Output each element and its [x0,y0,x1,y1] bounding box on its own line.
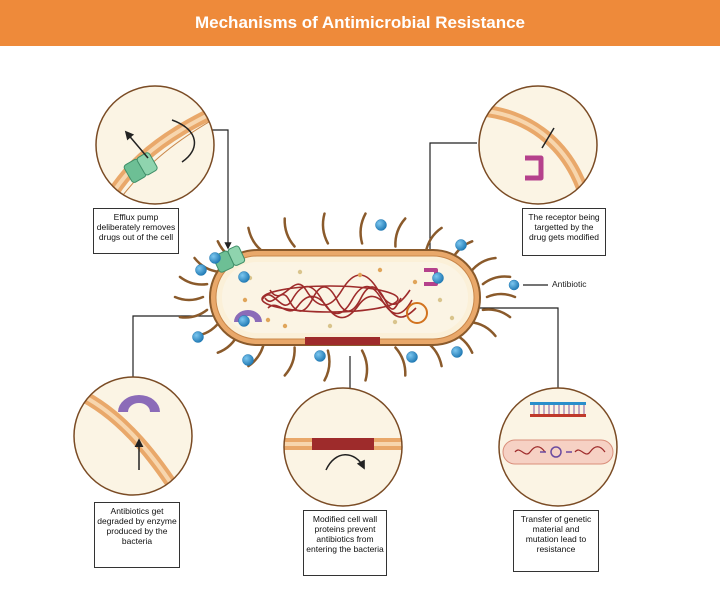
callout-cell-wall: Modified cell wall proteins prevent anti… [303,510,387,576]
cytoplasm-granules [242,267,455,329]
page-title: Mechanisms of Antimicrobial Resistance [194,13,526,32]
callout-receptor: The receptor being targetted by the drug… [522,208,606,256]
zoom-cell-wall [283,387,403,507]
connector-lines [132,129,559,388]
title-banner: Mechanisms of Antimicrobial Resistance [0,0,720,46]
zoom-transfer [498,387,618,507]
diagram-canvas [73,85,618,507]
zoom-receptor [478,85,598,205]
modified-wall-segment [305,337,380,345]
callout-efflux: Efflux pump deliberately removes drugs o… [93,208,179,254]
flagella [173,212,517,382]
bacterium [209,245,481,346]
legend-antibiotic-label: Antibiotic [552,279,587,289]
plasmid-icon [406,302,428,324]
dna-icon [261,274,417,319]
zoom-enzyme [73,376,193,496]
callout-transfer: Transfer of genetic material and mutatio… [513,510,599,572]
legend: Antibiotic [500,275,610,295]
callout-enzyme: Antibiotics get degraded by enzyme produ… [94,502,180,568]
antibiotic-icon [508,279,520,291]
